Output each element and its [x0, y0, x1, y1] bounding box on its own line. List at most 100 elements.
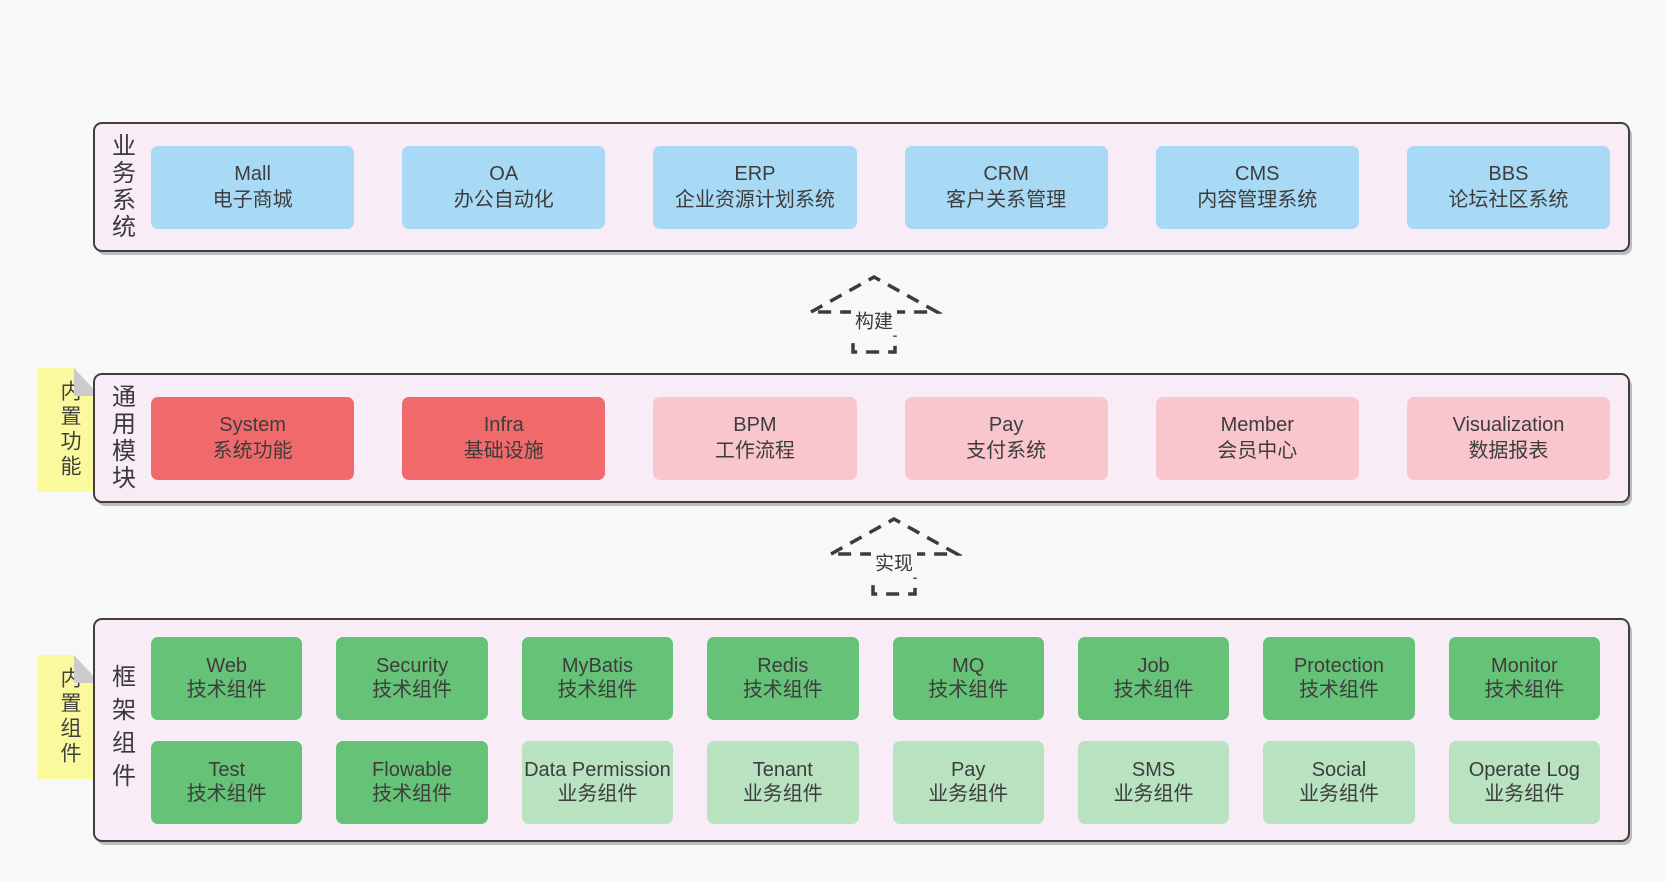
arrow-label-implement: 实现: [870, 546, 918, 578]
box-name: Test: [208, 758, 246, 781]
box-name: Tenant: [752, 758, 813, 781]
box-name: Security: [375, 654, 449, 677]
box-name: MQ: [952, 654, 985, 677]
dashed-up-arrow-implement: 实现: [826, 510, 962, 598]
box-name: MyBatis: [561, 654, 633, 677]
box-desc: 业务组件: [1484, 783, 1565, 805]
box-desc: 系统功能: [212, 440, 293, 462]
box-pay-system: Pay 支付系统: [904, 396, 1108, 480]
box-security: Security 技术组件: [336, 636, 488, 720]
box-name: Flowable: [372, 758, 453, 781]
arrow-label-build: 构建: [850, 304, 898, 336]
sticky-note-label: 内置组件: [58, 667, 81, 767]
box-name: OA: [489, 162, 519, 185]
box-tenant: Tenant 业务组件: [707, 740, 859, 824]
box-desc: 支付系统: [966, 440, 1047, 462]
box-desc: 业务组件: [1298, 783, 1379, 805]
components-box-grid: Web 技术组件 Security 技术组件 MyBatis 技术组件 Redi…: [147, 620, 1628, 840]
box-desc: 工作流程: [714, 440, 795, 462]
box-sms: SMS 业务组件: [1077, 740, 1230, 824]
box-member: Member 会员中心: [1155, 396, 1359, 480]
box-name: BBS: [1488, 162, 1529, 185]
box-desc: 技术组件: [1113, 679, 1194, 701]
box-name: ERP: [734, 162, 776, 185]
panel-title-business-systems: 业务系统: [95, 124, 147, 250]
box-name: Visualization: [1452, 413, 1565, 436]
box-infra: Infra 基础设施: [402, 396, 606, 480]
box-desc: 业务组件: [742, 783, 823, 805]
box-desc: 技术组件: [1298, 679, 1379, 701]
box-desc: 技术组件: [742, 679, 823, 701]
box-name: Data Permission: [524, 758, 671, 781]
box-name: System: [219, 413, 286, 436]
box-desc: 基础设施: [463, 440, 544, 462]
box-job: Job 技术组件: [1077, 636, 1230, 720]
panel-title-text: 业务系统: [107, 133, 135, 241]
sticky-note-label: 内置功能: [58, 380, 81, 480]
box-desc: 技术组件: [1484, 679, 1565, 701]
box-mq: MQ 技术组件: [892, 636, 1044, 720]
box-bbs: BBS 论坛社区系统: [1406, 145, 1611, 229]
box-flowable: Flowable 技术组件: [336, 740, 488, 824]
modules-box-row: System 系统功能 Infra 基础设施 BPM 工作流程 Pay 支付系统…: [147, 375, 1628, 501]
sticky-note-built-in-features: 内置功能: [38, 368, 100, 492]
box-name: Operate Log: [1468, 758, 1580, 781]
box-social: Social 业务组件: [1263, 740, 1415, 824]
dashed-up-arrow-build: 构建: [806, 268, 942, 356]
box-name: Pay: [950, 758, 986, 781]
box-cms: CMS 内容管理系统: [1155, 145, 1359, 229]
panel-business-systems: 业务系统 Mall 电子商城 OA 办公自动化 ERP 企业资源计划系统 CRM…: [93, 122, 1630, 252]
box-visualization: Visualization 数据报表: [1406, 396, 1611, 480]
box-desc: 内容管理系统: [1197, 189, 1318, 211]
box-data-permission: Data Permission 业务组件: [521, 740, 674, 824]
box-bpm: BPM 工作流程: [653, 396, 857, 480]
panel-common-modules: 通用模块 System 系统功能 Infra 基础设施 BPM 工作流程 Pay…: [93, 373, 1630, 503]
box-desc: 企业资源计划系统: [674, 189, 835, 211]
box-crm: CRM 客户关系管理: [904, 145, 1108, 229]
box-desc: 技术组件: [372, 783, 453, 805]
box-redis: Redis 技术组件: [707, 636, 859, 720]
box-name: CRM: [983, 162, 1029, 185]
box-desc: 技术组件: [186, 679, 267, 701]
box-name: Infra: [483, 413, 524, 436]
panel-title-text: 框架组件: [107, 664, 135, 796]
box-test: Test 技术组件: [151, 740, 303, 824]
box-name: Member: [1220, 413, 1294, 436]
box-desc: 数据报表: [1468, 440, 1549, 462]
box-name: Web: [206, 654, 248, 677]
box-name: CMS: [1235, 162, 1280, 185]
box-name: Pay: [988, 413, 1024, 436]
box-desc: 论坛社区系统: [1448, 189, 1569, 211]
box-protection: Protection 技术组件: [1263, 636, 1415, 720]
panel-title-text: 通用模块: [107, 384, 135, 492]
box-web: Web 技术组件: [151, 636, 303, 720]
box-mall: Mall 电子商城: [151, 145, 355, 229]
box-name: Mall: [234, 162, 271, 185]
box-desc: 会员中心: [1217, 440, 1298, 462]
box-erp: ERP 企业资源计划系统: [653, 145, 857, 229]
box-mybatis: MyBatis 技术组件: [521, 636, 674, 720]
box-monitor: Monitor 技术组件: [1448, 636, 1600, 720]
box-name: Social: [1311, 758, 1367, 781]
box-desc: 技术组件: [928, 679, 1009, 701]
box-name: Protection: [1293, 654, 1384, 677]
box-desc: 办公自动化: [453, 189, 554, 211]
box-pay-component: Pay 业务组件: [892, 740, 1044, 824]
box-desc: 业务组件: [1113, 783, 1194, 805]
box-desc: 电子商城: [212, 189, 293, 211]
business-box-row: Mall 电子商城 OA 办公自动化 ERP 企业资源计划系统 CRM 客户关系…: [147, 124, 1628, 250]
box-name: Monitor: [1490, 654, 1558, 677]
box-name: SMS: [1131, 758, 1176, 781]
panel-framework-components: 框架组件 Web 技术组件 Security 技术组件 MyBatis 技术组件…: [93, 618, 1630, 842]
box-system: System 系统功能: [151, 396, 355, 480]
panel-title-framework-components: 框架组件: [95, 620, 147, 840]
box-desc: 业务组件: [557, 783, 638, 805]
box-desc: 技术组件: [557, 679, 638, 701]
box-desc: 技术组件: [186, 783, 267, 805]
box-operate-log: Operate Log 业务组件: [1448, 740, 1600, 824]
box-oa: OA 办公自动化: [402, 145, 606, 229]
box-desc: 业务组件: [928, 783, 1009, 805]
box-name: Job: [1137, 654, 1170, 677]
box-name: BPM: [733, 413, 777, 436]
